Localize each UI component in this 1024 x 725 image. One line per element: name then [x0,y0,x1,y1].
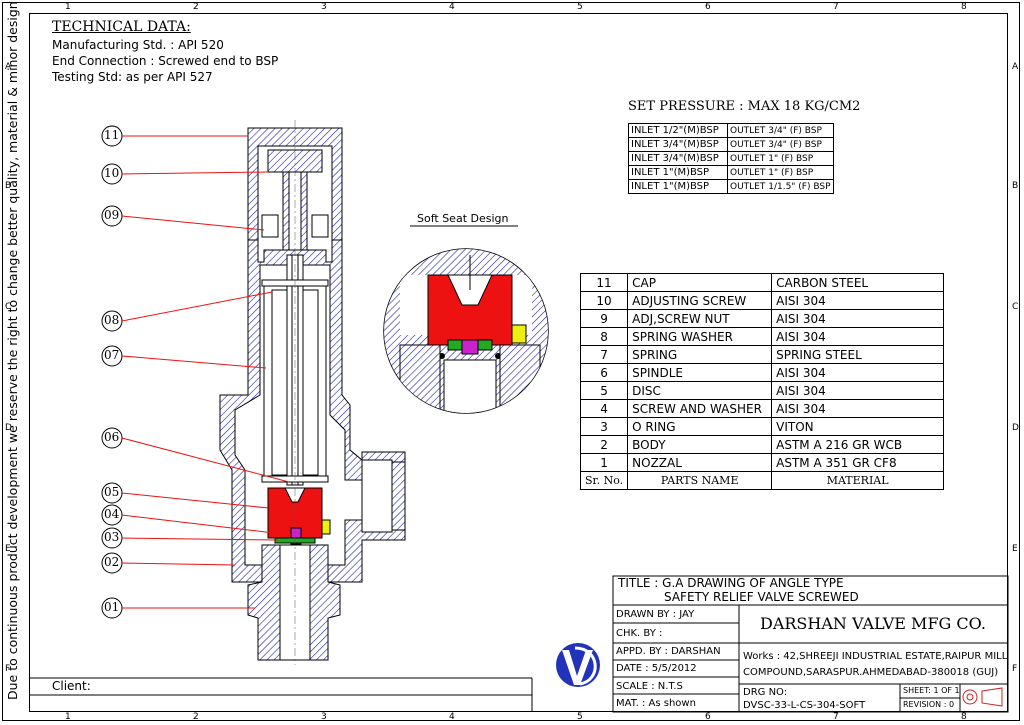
col-num: 6 [705,2,711,12]
row-letter: B [5,181,12,191]
balloon-number: 01 [104,600,120,614]
balloon-number: 08 [104,313,120,327]
revision: REVISION : 0 [903,700,955,709]
balloon-number: 02 [104,555,120,569]
col-num: 1 [65,712,71,722]
row-letter: C [1012,302,1019,312]
part-name-cell: NOZZAL [627,453,773,472]
part-name-cell: SPRING [627,345,773,364]
soft-seat-detail [383,248,549,414]
title-line: SAFETY RELIEF VALVE SCREWED [664,590,859,604]
col-num: 8 [961,712,967,722]
technical-data-line: Manufacturing Std. : API 520 [52,38,224,52]
seal [321,519,331,535]
title-block [29,575,1009,713]
header-cell: Sr. No. [579,471,629,490]
col-num: 8 [961,2,967,12]
checked-by: CHK. BY : [616,628,663,639]
col-num: 1 [65,2,71,12]
company-address: Works : 42,SHREEJI INDUSTRIAL ESTATE,RAI… [743,651,1008,662]
client-label: Client: [52,679,91,693]
row-letter: C [5,302,12,312]
row-letter: D [5,423,12,433]
row-letter: D [1012,423,1019,433]
sheet-number: SHEET: 1 OF 1 [903,686,960,695]
row-letter: E [5,544,11,554]
col-num: 5 [577,712,583,722]
col-num: 2 [193,2,199,12]
row-letter: B [1012,181,1019,191]
balloon-number: 05 [104,485,120,499]
col-num: 5 [577,2,583,12]
approved-by: APPD. BY : DARSHAN [616,646,721,657]
sr-cell: 10 [579,291,629,310]
leader-lines [121,135,518,609]
set-pressure: SET PRESSURE : MAX 18 KG/CM2 [628,99,861,114]
technical-data-heading: TECHNICAL DATA: [52,19,191,35]
header-cell: MATERIAL [771,471,945,490]
company-name: DARSHAN VALVE MFG CO. [760,614,986,633]
header-cell: PARTS NAME [627,471,773,490]
balloon-number: 06 [104,430,120,444]
drawn-by: DRAWN BY : JAY [616,609,695,620]
row-letter: F [1012,664,1018,674]
drawing-number-label: DRG NO: [743,687,788,698]
projection-symbol [962,687,1003,707]
balloon-number: 11 [104,128,120,142]
soft-seat-label: Soft Seat Design [417,212,509,225]
material-cell: ASTM A 216 GR WCB [771,435,945,454]
technical-data-line: End Connection : Screwed end to BSP [52,54,279,68]
technical-data-line: Testing Std: as per API 527 [52,70,213,84]
part-name-cell: SCREW AND WASHER [627,399,773,418]
inlet-cell: INLET 1"(M)BSP [628,179,728,194]
col-num: 3 [321,712,327,722]
col-num: 4 [449,712,455,722]
inner-frame [29,13,1008,712]
title-line: TITLE : G.A DRAWING OF ANGLE TYPE [618,576,844,590]
balloon-number: 03 [104,530,120,544]
sr-cell: 7 [579,345,629,364]
row-letter: A [5,62,12,72]
balloon-number: 04 [104,507,120,521]
adjusting-screw-nut [261,214,279,238]
row-letter: E [1012,544,1018,554]
drawing-date: DATE : 5/5/2012 [616,663,697,674]
row-letter: F [5,664,11,674]
col-num: 4 [449,2,455,12]
col-num: 2 [193,712,199,722]
company-address: COMPOUND,SARASPUR.AHMEDABAD-380018 (GUJ) [743,667,999,678]
drawing-number: DVSC-33-L-CS-304-SOFT [743,700,866,711]
company-logo [556,643,600,687]
col-num: 7 [833,712,839,722]
material-note: MAT. : As shown [616,698,696,709]
row-letter: A [1012,62,1019,72]
balloon-number: 09 [104,208,120,222]
col-num: 6 [705,712,711,722]
outlet-cell: OUTLET 1/1.5" (F) BSP [727,179,834,194]
balloon-number: 07 [104,348,120,362]
balloon-number: 10 [104,166,120,180]
col-num: 7 [833,2,839,12]
col-num: 3 [321,2,327,12]
material-cell: ASTM A 351 GR CF8 [771,453,945,472]
scale: SCALE : N.T.S [616,681,683,692]
screw-washer [290,527,302,545]
